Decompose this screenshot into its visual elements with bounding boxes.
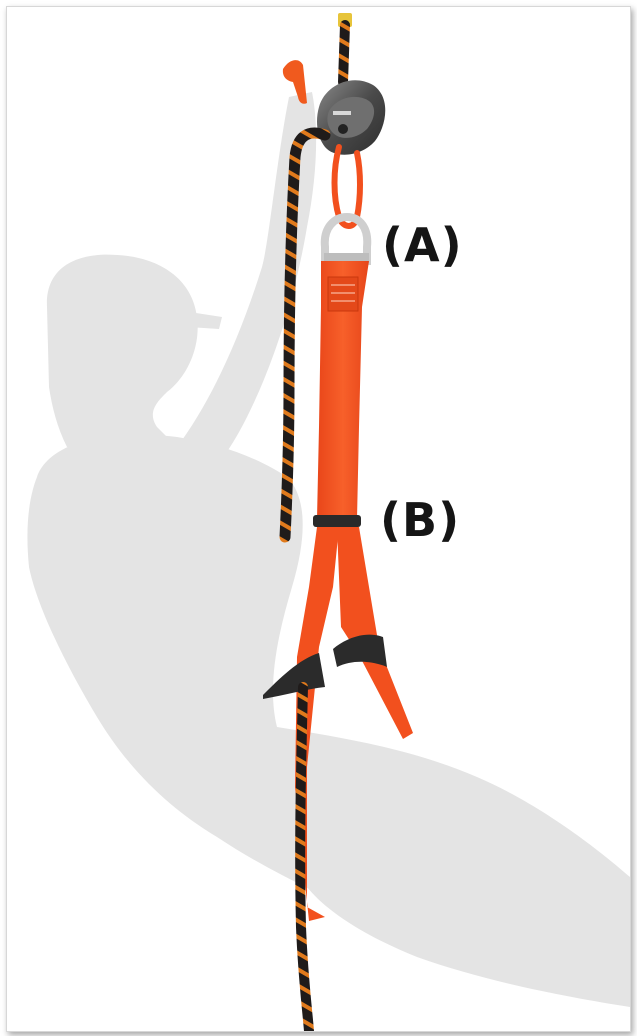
rope-ascender-illustration: [7, 7, 630, 1031]
strap-buckle: [313, 515, 361, 527]
foot-loop-right: [333, 635, 387, 667]
strap-stitching: [328, 277, 358, 311]
rope-top: [343, 25, 345, 82]
strap-right-leg: [337, 527, 413, 739]
label-b: (B): [380, 497, 460, 543]
label-a: (A): [382, 222, 463, 268]
rope-descender-device: [317, 80, 385, 154]
photo-frame: (A) (B): [6, 6, 631, 1032]
